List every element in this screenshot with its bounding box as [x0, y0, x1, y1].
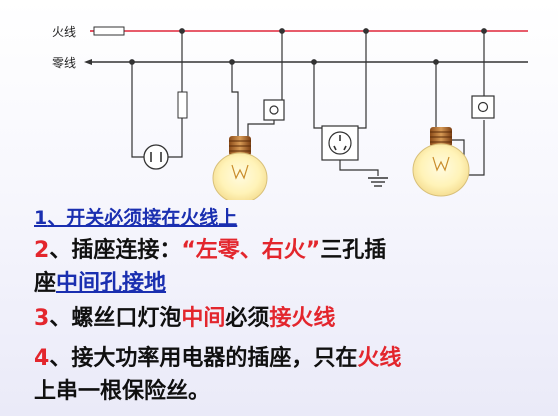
- rule-2-part-4: 座: [34, 271, 57, 296]
- rule-3-part-1: 螺丝口灯泡: [71, 306, 182, 331]
- light-bulb-1: [212, 136, 268, 200]
- rule-3-number: 3: [34, 306, 50, 331]
- switch-2: [471, 95, 495, 119]
- rule-3-part-2: 中间: [181, 306, 226, 331]
- rule-2-part-3: 三孔插: [320, 238, 387, 263]
- rule-4-part-3: 上串一根保险丝。: [34, 379, 211, 404]
- rule-3-part-3: 必须: [225, 306, 270, 331]
- branch-fuse: [177, 91, 188, 119]
- rule-2-part-2: “左零、右火”: [181, 238, 321, 263]
- three-hole-socket: [321, 125, 359, 161]
- rule-1-number: 1: [34, 207, 48, 229]
- rule-2-number: 2: [34, 238, 50, 263]
- two-hole-socket: [143, 144, 169, 170]
- rule-2-part-1: 插座连接：: [71, 238, 182, 263]
- rule-3-part-4: 接火线: [269, 306, 336, 331]
- rule-1-text: 、开关必须接在火线上: [47, 207, 238, 229]
- rule-4-part-1: 接大功率用电器的插座，只在: [71, 346, 358, 371]
- branch-two-hole-socket: [129, 28, 185, 158]
- rule-4-sep: 、: [49, 346, 72, 371]
- rule-4-number: 4: [34, 346, 50, 371]
- neutral-wire-arrow: [84, 59, 92, 65]
- ground-symbol: [368, 177, 388, 187]
- rule-4: 4、接大功率用电器的插座，只在火线: [34, 340, 401, 372]
- rule-3-sep: 、: [49, 306, 72, 331]
- rule-1: 1、开关必须接在火线上: [34, 203, 237, 230]
- light-bulb-2: [412, 127, 470, 197]
- wiring-diagram: 火线 零线: [52, 25, 528, 200]
- rule-2-part-5: 中间孔接地: [56, 271, 167, 296]
- rule-2-sep: 、: [49, 238, 72, 263]
- rule-3: 3、螺丝口灯泡中间必须接火线: [34, 300, 335, 332]
- rule-4-part-2: 火线: [357, 346, 402, 371]
- rule-2: 2、插座连接：“左零、右火”三孔插: [34, 232, 386, 264]
- neutral-wire-label: 零线: [52, 56, 76, 70]
- live-wire-label: 火线: [52, 25, 76, 39]
- main-fuse: [93, 26, 125, 36]
- rule-4-continued: 上串一根保险丝。: [34, 373, 210, 405]
- switch-1: [263, 99, 285, 121]
- rule-2-continued: 座中间孔接地: [34, 265, 166, 297]
